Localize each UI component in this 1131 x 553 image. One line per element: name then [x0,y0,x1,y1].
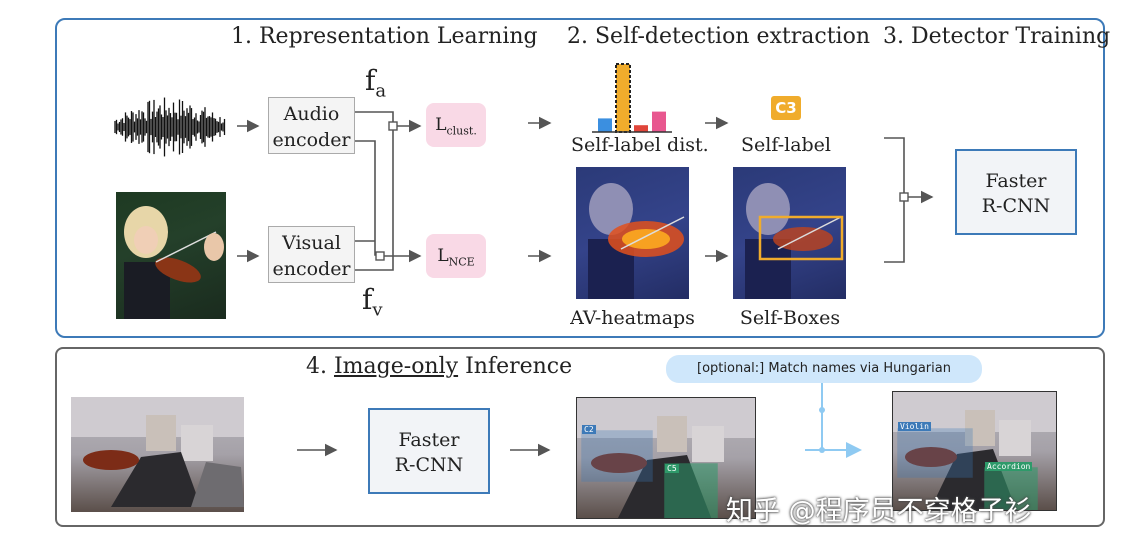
self-label-label: Self-label [741,134,831,156]
fa-main: f [365,64,376,97]
frcnn-bot-line2: R-CNN [394,454,464,476]
clustering-loss-box: Lclust. [426,103,486,147]
heading-step4-underlined: Image-only [333,354,459,379]
visual-feature-label: fv [362,283,383,321]
frcnn-top-line1: Faster [985,170,1047,192]
heading-step4-prefix: 4. [306,354,334,379]
audio-waveform [114,97,226,157]
av-heatmap-image [576,167,689,299]
visual-encoder-line1: Visual [282,232,341,254]
histogram-bar-4 [652,111,666,132]
self-label-histogram [592,63,672,133]
self-boxes-image [733,167,846,299]
self-label-dist-label: Self-label dist. [571,134,709,156]
nce-loss-main: L [437,246,449,266]
self-boxes-label: Self-Boxes [739,307,841,329]
audio-feature-label: fa [365,64,386,102]
fa-sub: a [375,80,387,102]
faster-rcnn-box-inference: Faster R-CNN [368,408,490,494]
nce-loss-box: LNCE [426,234,486,278]
violin-player-image [116,192,226,319]
histogram-bar-3 [634,125,648,132]
detection-output-image: C2 C5 [576,397,756,519]
inference-panel [55,347,1105,527]
audio-encoder-line1: Audio [283,103,340,125]
heading-step4-suffix: Inference [458,354,573,379]
box-label-accordion: Accordion [985,462,1033,471]
histogram-bar-1 [598,118,612,132]
av-heatmaps-label: AV-heatmaps [570,307,695,329]
heading-representation-learning: 1. Representation Learning [231,24,538,49]
c3-badge: C3 [771,96,801,120]
frcnn-bot-line1: Faster [398,429,460,451]
visual-encoder-line2: encoder [272,258,351,280]
faster-rcnn-box-training: Faster R-CNN [955,149,1077,235]
histogram-bar-2 [615,63,631,133]
box-label-violin: Violin [898,422,931,431]
box-label-c5: C5 [665,464,679,473]
fv-sub: v [372,299,383,321]
clust-loss-main: L [435,115,447,135]
heading-self-detection-extraction: 2. Self-detection extraction [567,24,870,49]
inference-input-image [71,397,244,512]
audio-encoder-line2: encoder [272,129,351,151]
watermark-text: 知乎 @程序员不穿格子衫 [726,496,1032,527]
heading-image-only-inference: 4. Image-only Inference [306,354,572,379]
frcnn-top-line2: R-CNN [981,195,1051,217]
heading-detector-training: 3. Detector Training [883,24,1111,49]
visual-encoder-box: Visual encoder [268,226,355,283]
optional-hungarian-note: [optional:] Match names via Hungarian [666,355,982,383]
audio-encoder-box: Audio encoder [268,97,355,154]
nce-loss-sub: NCE [448,255,475,269]
representation-panel [55,18,1105,338]
fv-main: f [362,283,373,316]
clust-loss-sub: clust. [446,124,477,138]
named-detection-image: Violin Accordion [892,391,1057,511]
box-label-c2: C2 [582,425,596,434]
